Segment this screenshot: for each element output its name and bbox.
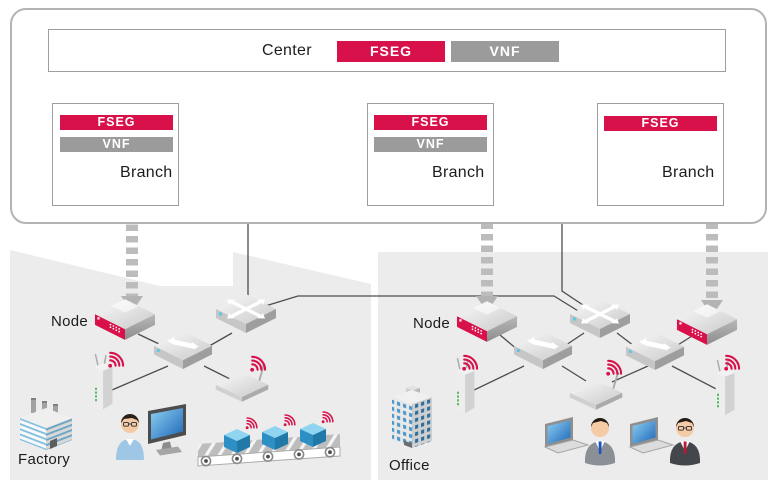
branch1-vnf-bar: VNF [60, 137, 173, 152]
wifi-signal-icon [605, 359, 623, 377]
center-fseg-badge: FSEG [337, 41, 445, 62]
office-switch-right-icon [624, 331, 686, 372]
factory-area-background [10, 250, 371, 480]
office-site-label: Office [389, 457, 430, 474]
center-vnf-badge: VNF [451, 41, 559, 62]
factory-building-icon [20, 398, 72, 450]
office-access-point-left-icon [454, 357, 476, 415]
office-switch-left-icon [512, 330, 574, 371]
iot-box-icon [224, 423, 326, 453]
office-building-icon [392, 385, 432, 448]
office-access-point-right-icon [714, 359, 736, 417]
businessman-with-laptop-icon [628, 417, 701, 466]
branch3-label: Branch [662, 164, 715, 181]
branch1-label: Branch [120, 164, 173, 181]
wifi-signal-icon [107, 351, 125, 369]
office-area-background [378, 252, 768, 480]
deployment-arrows [121, 211, 723, 316]
factory-wireless-router-icon [214, 363, 270, 402]
branch1-fseg-bar: FSEG [60, 115, 173, 130]
center-label: Center [262, 42, 312, 59]
office-edge-appliance-icon [676, 304, 738, 345]
branch3-fseg-bar: FSEG [604, 116, 717, 131]
factory-site-label: Factory [18, 451, 71, 468]
conveyor-with-iot-boxes-icon [197, 411, 341, 467]
factory-router-icon [214, 293, 278, 335]
wifi-signal-icon [249, 355, 267, 373]
factory-switch-icon [152, 330, 214, 371]
branch2-fseg-bar: FSEG [374, 115, 487, 130]
office-node-label: Node [412, 315, 450, 332]
factory-access-point-icon [92, 353, 114, 411]
branch2-vnf-bar: VNF [374, 137, 487, 152]
factory-node-label: Node [50, 313, 88, 330]
factory-node-appliance-icon [94, 299, 156, 340]
office-node-appliance-icon [456, 301, 518, 342]
worker-with-monitor-icon [116, 404, 186, 460]
office-router-icon [568, 298, 632, 340]
office-wireless-router-icon [568, 371, 624, 410]
wifi-signal-icon [723, 354, 741, 372]
branch2-label: Branch [432, 164, 485, 181]
wifi-signal-icon [461, 354, 479, 372]
businessman-with-laptop-icon [543, 417, 616, 466]
